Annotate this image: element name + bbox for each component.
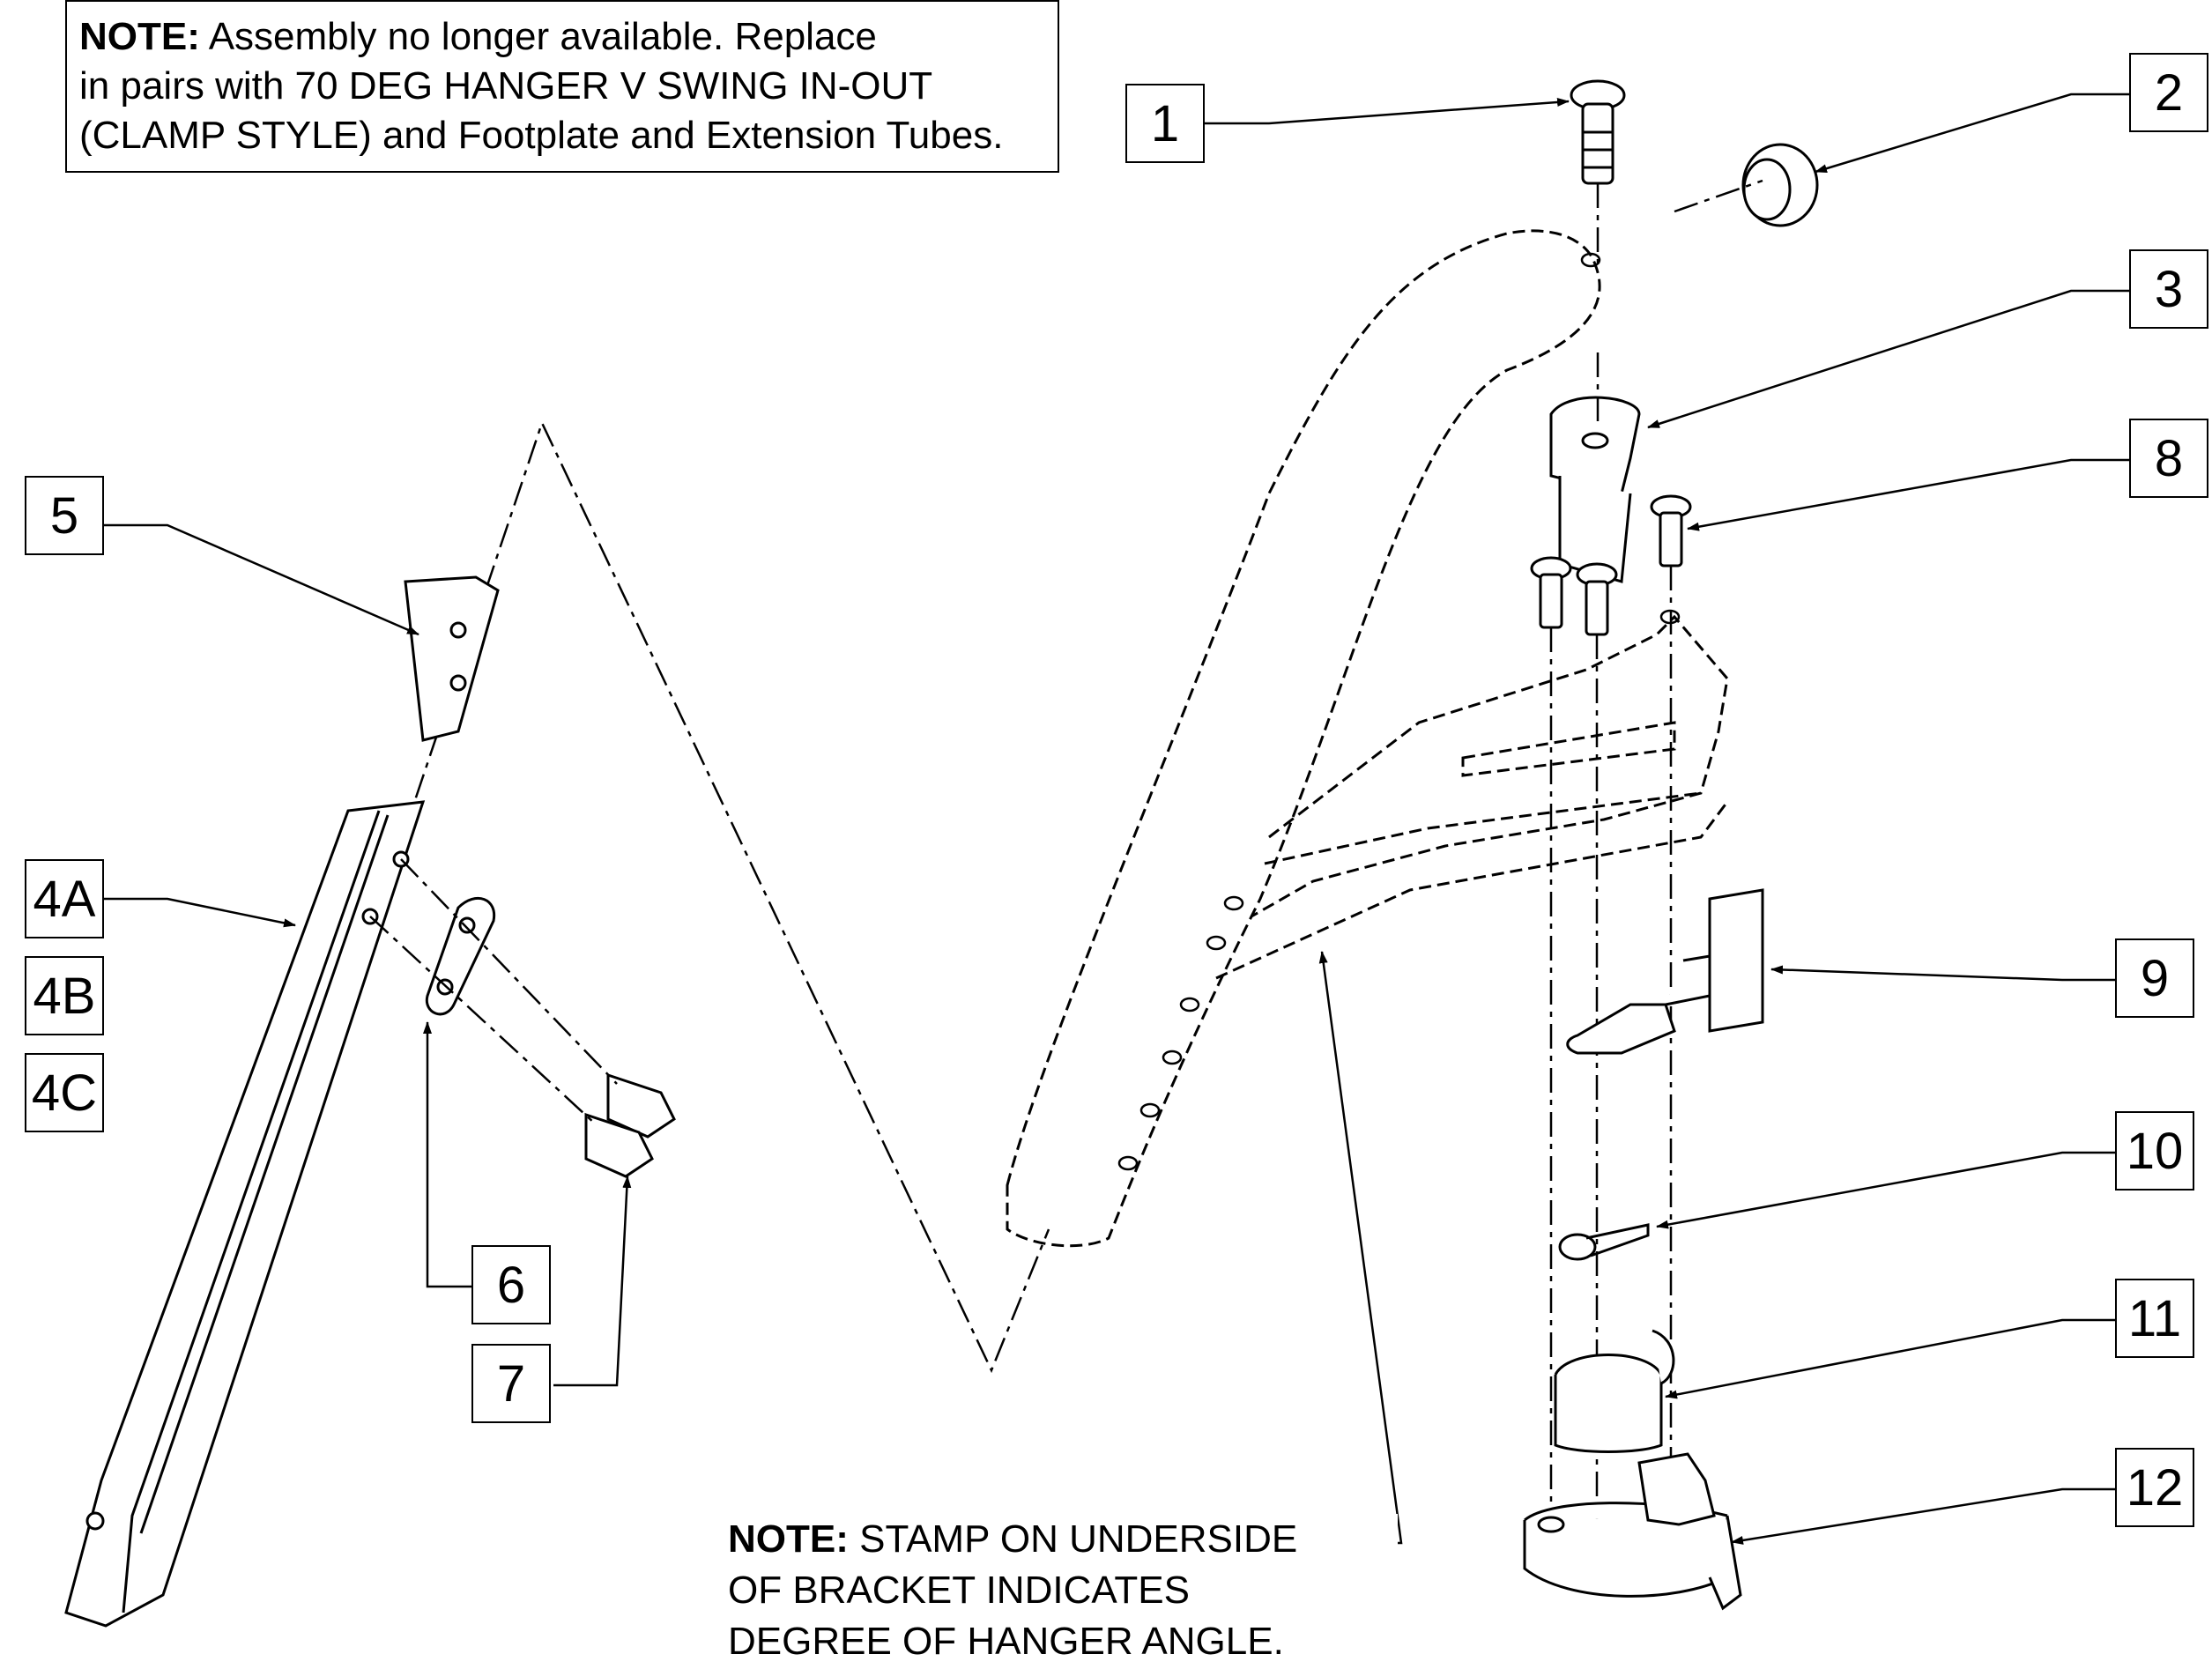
tube-holes bbox=[1117, 252, 1681, 1171]
hanger-tube-outline bbox=[1006, 229, 1601, 1248]
callout-12: 12 bbox=[2115, 1448, 2194, 1527]
callout-8: 8 bbox=[2129, 419, 2208, 498]
callout-9: 9 bbox=[2115, 938, 2194, 1018]
part-9-lever bbox=[1566, 888, 1764, 1055]
part-1-screw bbox=[1570, 79, 1626, 185]
note-text-line: (CLAMP STYLE) and Footplate and Extensio… bbox=[79, 114, 1004, 157]
part-2-end-cap bbox=[1741, 143, 1819, 227]
callout-4a: 4A bbox=[25, 859, 104, 938]
part-3-clamp-block bbox=[1549, 396, 1641, 583]
callout-11: 11 bbox=[2115, 1279, 2194, 1358]
callout-2: 2 bbox=[2129, 53, 2208, 132]
callout-1: 1 bbox=[1125, 84, 1205, 163]
part-6-plate bbox=[425, 896, 496, 1016]
hanger-bracket-outline bbox=[1215, 614, 1729, 980]
callout-3: 3 bbox=[2129, 249, 2208, 329]
assembly-centerline bbox=[386, 419, 1050, 1374]
part-7-assembly-lines bbox=[369, 858, 618, 1124]
note-label: NOTE: bbox=[728, 1517, 849, 1561]
part-4-extension-tube bbox=[64, 800, 426, 1628]
callout-7: 7 bbox=[471, 1344, 551, 1423]
part-11-sleeve bbox=[1554, 1329, 1675, 1453]
callout-4b: 4B bbox=[25, 956, 104, 1035]
note-text-line: DEGREE OF HANGER ANGLE. bbox=[728, 1620, 1284, 1663]
part-7-screws bbox=[584, 1072, 676, 1178]
note-label: NOTE: bbox=[79, 15, 200, 58]
callout-4c: 4C bbox=[25, 1053, 104, 1132]
note-text-line: STAMP ON UNDERSIDE bbox=[859, 1517, 1298, 1561]
note-text-line: Assembly no longer available. Replace bbox=[208, 15, 877, 58]
note-text-line: in pairs with 70 DEG HANGER V SWING IN-O… bbox=[79, 64, 933, 108]
note-stamp-underside: NOTE: STAMP ON UNDERSIDE OF BRACKET INDI… bbox=[728, 1514, 1398, 1667]
callout-5: 5 bbox=[25, 476, 104, 555]
callout-10: 10 bbox=[2115, 1111, 2194, 1191]
part-5-insert bbox=[404, 575, 500, 742]
note-text-line: OF BRACKET INDICATES bbox=[728, 1569, 1191, 1612]
callout-6: 6 bbox=[471, 1245, 551, 1324]
note-assembly-unavailable: NOTE: Assembly no longer available. Repl… bbox=[65, 0, 1059, 173]
part-10-pin bbox=[1558, 1223, 1650, 1261]
part-8-screws bbox=[1530, 494, 1692, 636]
part-12-base-clamp bbox=[1523, 1452, 1742, 1611]
